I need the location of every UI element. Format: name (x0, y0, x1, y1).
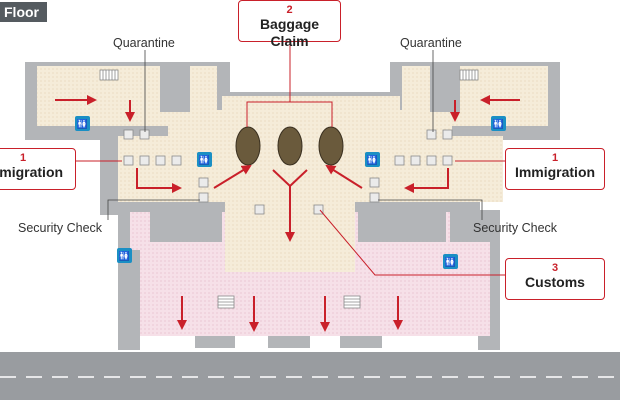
arrow-icon (272, 169, 308, 240)
road (0, 352, 620, 400)
immigration-left-label: Immigration (0, 164, 64, 180)
baggage-claim-callout: 2 Baggage Claim (238, 0, 341, 49)
restroom-icon: 🚻 (365, 152, 380, 167)
quarantine-left-label: Quarantine (113, 36, 175, 50)
svg-text:🚻: 🚻 (445, 256, 456, 268)
svg-text:🚻: 🚻 (77, 118, 88, 130)
svg-text:🚻: 🚻 (367, 154, 378, 166)
customs-number: 3 (551, 262, 559, 274)
immigration-right-label: Immigration (514, 164, 596, 180)
arrow-icon (325, 164, 363, 189)
quarantine-right-label: Quarantine (400, 36, 462, 50)
restroom-icon: 🚻 (491, 116, 506, 131)
passenger-flow-arrows (55, 95, 520, 332)
arrow-icon (404, 168, 449, 193)
svg-text:🚻: 🚻 (199, 154, 210, 166)
stairs-icon (99, 69, 479, 309)
security-check-right-label: Security Check (473, 221, 558, 235)
restroom-icon: 🚻 (75, 116, 90, 131)
leader-lines (76, 40, 505, 276)
restroom-icon: 🚻 (443, 254, 458, 269)
arrow-icon (213, 164, 252, 189)
baggage-carousels (235, 126, 344, 166)
customs-callout: 3 Customs (505, 258, 605, 300)
svg-text:🚻: 🚻 (493, 118, 504, 130)
restroom-icon: 🚻 (197, 152, 212, 167)
exit-doors (195, 336, 382, 348)
immigration-left-number: 1 (19, 152, 27, 164)
baggage-claim-number: 2 (286, 4, 293, 16)
counter-booths (123, 129, 453, 215)
immigration-right-callout: 1 Immigration (505, 148, 605, 190)
baggage-claim-label: Baggage Claim (259, 16, 320, 49)
customs-label: Customs (525, 274, 585, 290)
restroom-icon: 🚻 (117, 248, 132, 263)
security-check-left-label: Security Check (18, 221, 103, 235)
immigration-left-callout: 1 Immigration (0, 148, 76, 190)
immigration-right-number: 1 (551, 152, 559, 164)
arrow-icon (136, 168, 182, 193)
svg-text:🚻: 🚻 (119, 250, 130, 262)
floor-label: Floor (0, 2, 47, 22)
